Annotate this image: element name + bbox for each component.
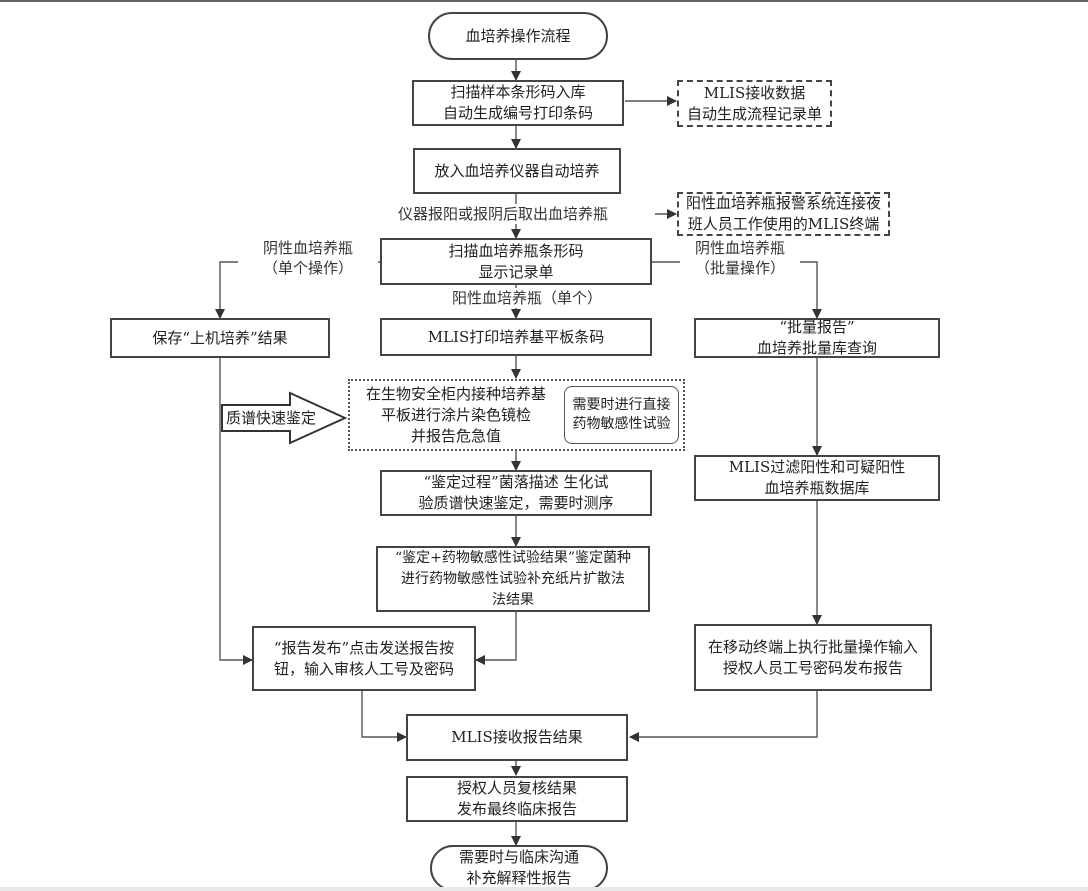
inoculate-line1: 在生物安全柜内接种培养基: [365, 384, 546, 403]
alarm-terminal-node: 阳性血培养瓶报警系统连接夜 班人员工作使用的MLIS终端: [677, 192, 890, 236]
ident-ast-result-line3: 法结果: [492, 591, 534, 608]
mlis-receive-report-label: MLIS接收报告结果: [451, 728, 583, 746]
negative-batch-label: 阴性血培养瓶 （批量操作）: [680, 238, 800, 278]
mlis-filter-line2: 血培养瓶数据库: [764, 479, 870, 497]
incubate-node: 放入血培养仪器自动培养: [413, 148, 621, 194]
incubate-label: 放入血培养仪器自动培养: [434, 161, 600, 180]
direct-ast-line2: 药物敏感性试验: [572, 416, 671, 432]
top-border: [0, 0, 1088, 2]
mobile-batch-line2: 授权人员工号密码发布报告: [722, 658, 903, 677]
scan-sample-line2: 自动生成编号打印条码: [442, 104, 593, 122]
identify-process-node: “鉴定过程”菌落描述 生化试 验质谱快速鉴定，需要时测序: [380, 470, 652, 516]
report-publish-node: “报告发布”点击发送报告按 钮，输入审核人工号及密码: [252, 626, 476, 691]
direct-ast-line1: 需要时进行直接: [572, 397, 671, 413]
alarm-terminal-line1: 阳性血培养瓶报警系统连接夜: [685, 194, 881, 212]
end-line2: 补充解释性报告: [466, 869, 572, 887]
start-label: 血培养操作流程: [465, 26, 571, 45]
scan-bottle-line2: 显示记录单: [478, 262, 554, 281]
inoculate-line3: 并报告危急值: [410, 426, 501, 445]
report-publish-line2: 钮，输入审核人工号及密码: [273, 659, 454, 678]
identify-process-line2: 验质谱快速鉴定，需要时测序: [418, 494, 614, 512]
print-plate-label: MLIS打印培养基平板条码: [427, 327, 605, 346]
alarm-terminal-line2: 班人员工作使用的MLIS终端: [687, 215, 880, 233]
end-node: 需要时与临床沟通 补充解释性报告: [430, 845, 608, 891]
identify-process-line1: “鉴定过程”菌落描述 生化试: [423, 473, 609, 491]
mlis-receive-data-node: MLIS接收数据 自动生成流程记录单: [677, 80, 832, 127]
mobile-batch-node: 在移动终端上执行批量操作输入 授权人员工号密码发布报告: [694, 624, 932, 691]
report-publish-line1: “报告发布”点击发送报告按: [273, 638, 455, 657]
direct-ast-node: 需要时进行直接 药物敏感性试验: [564, 386, 679, 444]
inoculate-line2: 平板进行涂片染色镜检: [380, 405, 531, 424]
mlis-receive-data-line1: MLIS接收数据: [703, 83, 806, 102]
end-line1: 需要时与临床沟通: [458, 848, 579, 866]
take-out-label: 仪器报阳或报阴后取出血培养瓶: [398, 204, 609, 224]
mlis-receive-report-node: MLIS接收报告结果: [406, 714, 628, 761]
scan-bottle-line1: 扫描血培养瓶条形码: [448, 241, 584, 260]
save-result-node: 保存“上机培养”结果: [110, 318, 330, 358]
batch-report-line2: 血培养批量库查询: [756, 339, 877, 357]
maldi-arrow-label: 质谱快速鉴定: [226, 409, 317, 427]
batch-report-line1: “批量报告”: [779, 318, 855, 336]
scan-bottle-node: 扫描血培养瓶条形码 显示记录单: [380, 238, 652, 285]
maldi-arrow-shape: [221, 391, 348, 445]
edge-publish-to-receive: [361, 690, 407, 742]
batch-report-node: “批量报告” 血培养批量库查询: [694, 318, 940, 358]
ident-ast-result-line2: 进行药物敏感性试验补充纸片扩散法: [401, 570, 625, 587]
save-result-label: 保存“上机培养”结果: [152, 328, 288, 347]
review-line2: 发布最终临床报告: [456, 800, 577, 818]
scan-sample-node: 扫描样本条形码入库 自动生成编号打印条码: [412, 80, 624, 126]
edge-ast-to-publish: [475, 611, 517, 665]
mlis-receive-data-line2: 自动生成流程记录单: [686, 104, 822, 123]
review-node: 授权人员复核结果 发布最终临床报告: [406, 776, 628, 822]
edge-save-to-publish: [219, 358, 253, 665]
positive-single-label: 阳性血培养瓶（单个）: [452, 288, 603, 308]
bottom-border: [0, 887, 1088, 891]
scan-sample-line1: 扫描样本条形码入库: [450, 83, 586, 101]
ident-ast-result-line1: “鉴定+药物敏感性试验结果”鉴定菌种: [394, 549, 632, 566]
start-node: 血培养操作流程: [428, 12, 608, 60]
review-line1: 授权人员复核结果: [456, 779, 577, 797]
ident-ast-result-node: “鉴定+药物敏感性试验结果”鉴定菌种 进行药物敏感性试验补充纸片扩散法 法结果: [376, 546, 650, 612]
mobile-batch-line1: 在移动终端上执行批量操作输入: [707, 637, 918, 656]
print-plate-node: MLIS打印培养基平板条码: [380, 318, 652, 356]
negative-single-label: 阴性血培养瓶 （单个操作）: [238, 238, 378, 278]
mlis-filter-line1: MLIS过滤阳性和可疑阳性: [728, 458, 906, 476]
mlis-filter-node: MLIS过滤阳性和可疑阳性 血培养瓶数据库: [694, 455, 940, 501]
edge-mobile-to-receive: [629, 690, 818, 742]
